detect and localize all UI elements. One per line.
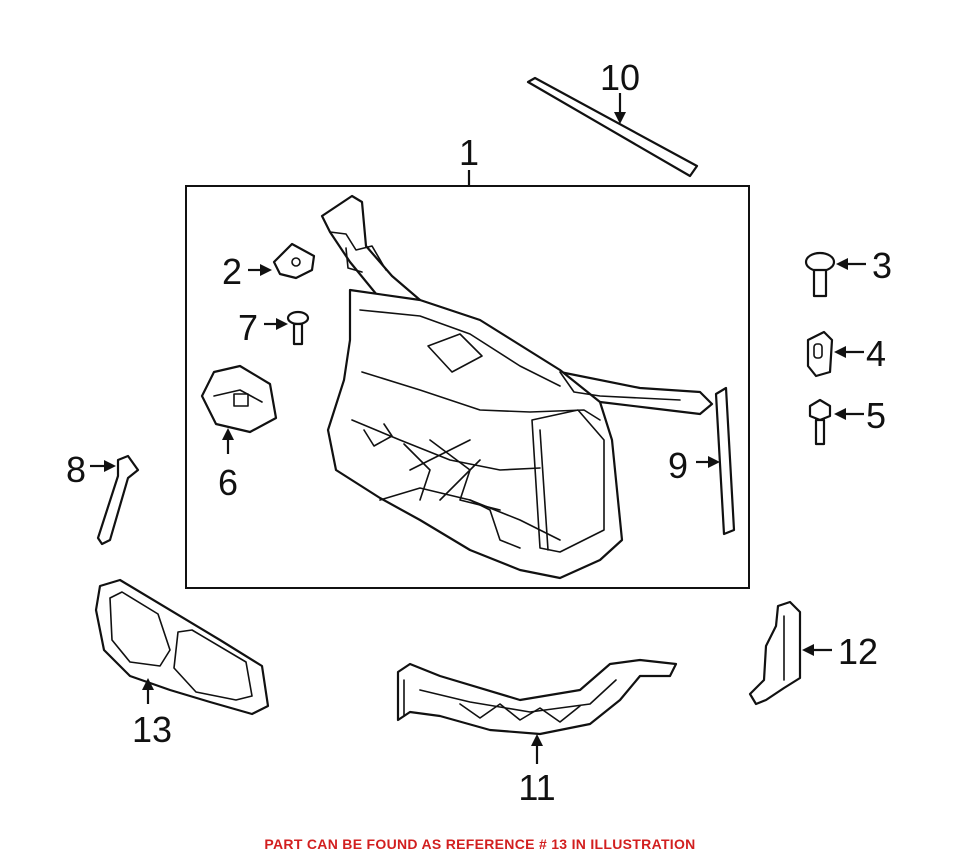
part-9-side-seal [714, 386, 736, 536]
part-12-side-bracket [748, 600, 802, 706]
part-10-upper-seal-strip [526, 76, 699, 178]
callout-10: 10 [600, 57, 640, 124]
part-11-lower-crossmember [396, 658, 678, 736]
callout-3-label: 3 [872, 245, 892, 286]
callout-11: 11 [518, 734, 556, 808]
callout-2-label: 2 [222, 251, 242, 292]
callout-9: 9 [668, 445, 720, 486]
assembly-frame-box [185, 185, 750, 589]
callout-8: 8 [66, 449, 116, 490]
callout-8-label: 8 [66, 449, 86, 490]
callout-3: 3 [836, 245, 892, 286]
part-13-grille[interactable] [94, 578, 270, 716]
part-7-bolt [286, 310, 310, 346]
footer-reference-note: PART CAN BE FOUND AS REFERENCE # 13 IN I… [264, 836, 696, 852]
callout-6-label: 6 [218, 462, 238, 503]
callout-5-label: 5 [866, 395, 886, 436]
part-2-clip-nut [272, 242, 316, 280]
callout-9-label: 9 [668, 445, 688, 486]
callout-13-label: 13 [132, 709, 172, 750]
callout-5: 5 [834, 395, 886, 436]
callout-7: 7 [238, 307, 288, 348]
callout-1-label: 1 [459, 132, 479, 173]
callout-12: 12 [802, 631, 878, 672]
part-3-flange-bolt [804, 251, 836, 298]
callout-4-label: 4 [866, 333, 886, 374]
part-4-mount-plate [806, 330, 834, 378]
callout-10-label: 10 [600, 57, 640, 98]
callout-6: 6 [218, 428, 238, 503]
callout-4: 4 [834, 333, 886, 374]
callout-12-label: 12 [838, 631, 878, 672]
callout-2: 2 [222, 251, 272, 292]
part-5-hex-bolt [808, 398, 832, 446]
callout-1: 1 [459, 132, 479, 186]
callout-13: 13 [132, 678, 172, 750]
part-1-radiator-support-panel [320, 194, 714, 580]
callout-11-label: 11 [518, 767, 555, 808]
callout-7-label: 7 [238, 307, 258, 348]
part-6-bracket [200, 364, 278, 434]
part-8-support-rod [96, 454, 140, 546]
